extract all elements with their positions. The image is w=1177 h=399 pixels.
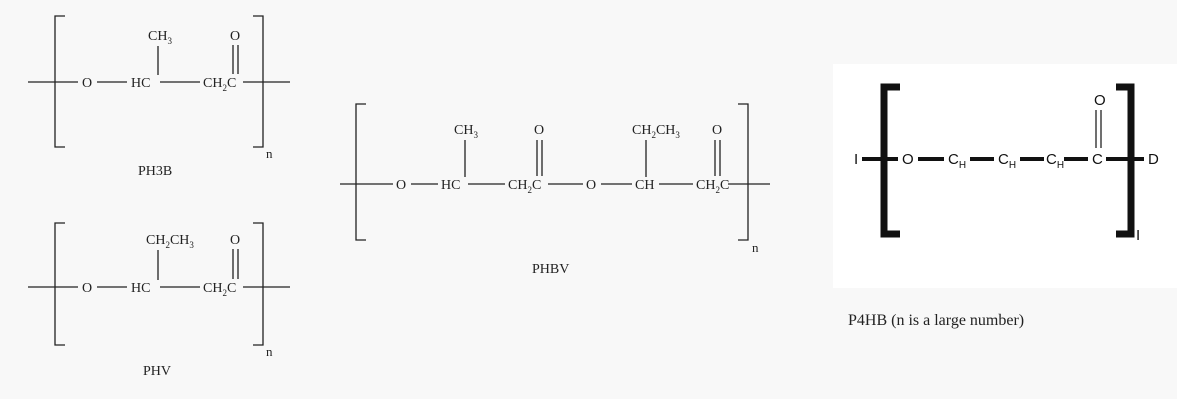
- p4hb-atom-c3: CH: [1046, 151, 1064, 171]
- p4hb-structure: I O CH CH CH C O D I: [854, 83, 1159, 244]
- phbv-atom-ch: CH: [635, 178, 654, 193]
- phv-atom-hc: HC: [131, 281, 150, 296]
- phbv-atom-ch2c1: CH2C: [508, 178, 541, 195]
- phbv-structure: O HC CH3 CH2C O O CH CH2CH3 CH2C O n PHB…: [340, 103, 770, 277]
- phv-atom-ch2c: CH2C: [203, 281, 236, 298]
- p4hb-atom-o: O: [902, 151, 914, 168]
- phbv-atom-side-chain: CH2CH3: [632, 123, 680, 140]
- phbv-atom-o2: O: [586, 178, 596, 193]
- p4hb-atom-c1: CH: [948, 151, 966, 171]
- phbv-left-bracket: [355, 103, 366, 241]
- phbv-atom-ch2c2: CH2C: [696, 178, 729, 195]
- phv-left-bracket: [54, 222, 65, 346]
- ph3b-atom-ch2c: CH2C: [203, 76, 236, 93]
- phv-caption: PHV: [143, 364, 171, 379]
- p4hb-atom-c2: CH: [998, 151, 1016, 171]
- p4hb-atom-carbonyl-c: C: [1092, 151, 1103, 168]
- phbv-atom-ch3: CH3: [454, 123, 478, 140]
- p4hb-repeat-n: I: [1136, 227, 1140, 244]
- phv-right-bracket: [253, 222, 264, 346]
- ph3b-structure: O HC CH3 CH2C O n PH3B: [28, 15, 290, 179]
- p4hb-caption: P4HB (n is a large number): [848, 312, 1025, 329]
- phbv-repeat-n: n: [752, 240, 759, 255]
- ph3b-atom-hc: HC: [131, 76, 150, 91]
- ph3b-caption: PH3B: [138, 164, 172, 179]
- p4hb-panel: [833, 64, 1177, 288]
- p4hb-atom-carbonyl-o: O: [1094, 92, 1106, 109]
- phv-structure: O HC CH2CH3 CH2C O n PHV: [28, 222, 290, 379]
- p4hb-left-end: I: [854, 151, 858, 168]
- phv-repeat-n: n: [266, 344, 273, 359]
- ph3b-atom-ch3: CH3: [148, 29, 172, 46]
- ph3b-atom-o: O: [82, 76, 92, 91]
- phbv-atom-carbonyl-o2: O: [712, 123, 722, 138]
- phv-atom-carbonyl-o: O: [230, 233, 240, 248]
- ph3b-atom-carbonyl-o: O: [230, 29, 240, 44]
- phv-atom-o: O: [82, 281, 92, 296]
- phbv-atom-hc: HC: [441, 178, 460, 193]
- p4hb-right-end: D: [1148, 151, 1159, 168]
- phv-atom-side-chain: CH2CH3: [146, 233, 194, 250]
- phbv-atom-o1: O: [396, 178, 406, 193]
- phbv-atom-carbonyl-o1: O: [534, 123, 544, 138]
- ph3b-repeat-n: n: [266, 146, 273, 161]
- phbv-right-bracket: [738, 103, 749, 241]
- phbv-caption: PHBV: [532, 262, 569, 277]
